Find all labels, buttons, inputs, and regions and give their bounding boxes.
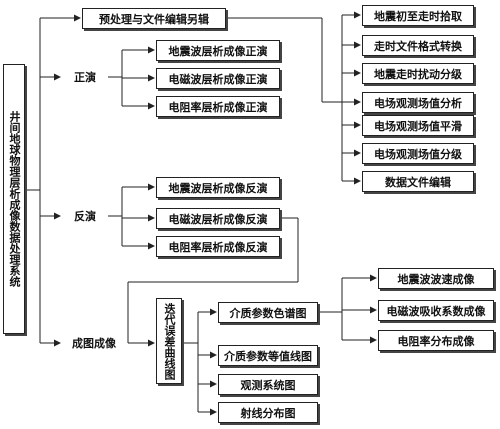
forward-item: 电磁波层析成像正演 [156, 68, 280, 89]
preprocess-item: 走时文件格式转换 [362, 35, 474, 56]
imaging-item: 观测系统图 [218, 374, 318, 395]
root-system-box: 井间地球物理层析成像数据处理系统 [3, 64, 25, 334]
imaging-item: 射线分布图 [218, 402, 318, 423]
preprocess-item: 数据文件编辑 [362, 171, 474, 192]
forward-label: 正演 [74, 71, 96, 84]
preprocess-item: 电场观测场值分级 [362, 143, 474, 164]
preprocess-item: 电场观测场值分析 [362, 92, 474, 113]
preprocess-item: 地震初至走时拾取 [362, 5, 474, 26]
inverse-item: 地震波层析成像反演 [156, 177, 280, 198]
preprocess-box: 预处理与文件编辑另辑 [82, 8, 226, 29]
inverse-item: 电阻率层析成像反演 [156, 236, 280, 257]
colormap-item: 地震波波速成像 [378, 268, 494, 289]
imaging-item: 介质参数色谱图 [218, 302, 318, 323]
iteration-curve-box: 迭代误差曲线图 [156, 298, 182, 384]
preprocess-item: 地震走时扰动分级 [362, 63, 474, 84]
forward-item: 地震波层析成像正演 [156, 40, 280, 61]
forward-item: 电阻率层析成像正演 [156, 96, 280, 117]
inverse-label: 反演 [74, 210, 96, 223]
inverse-item: 电磁波层析成像反演 [156, 208, 280, 229]
imaging-item: 介质参数等值线图 [218, 345, 318, 366]
preprocess-item: 电场观测场值平滑 [362, 115, 474, 136]
colormap-item: 电阻率分布成像 [378, 330, 494, 351]
colormap-item: 电磁波吸收系数成像 [378, 300, 494, 321]
imaging-label: 成图成像 [72, 337, 116, 350]
